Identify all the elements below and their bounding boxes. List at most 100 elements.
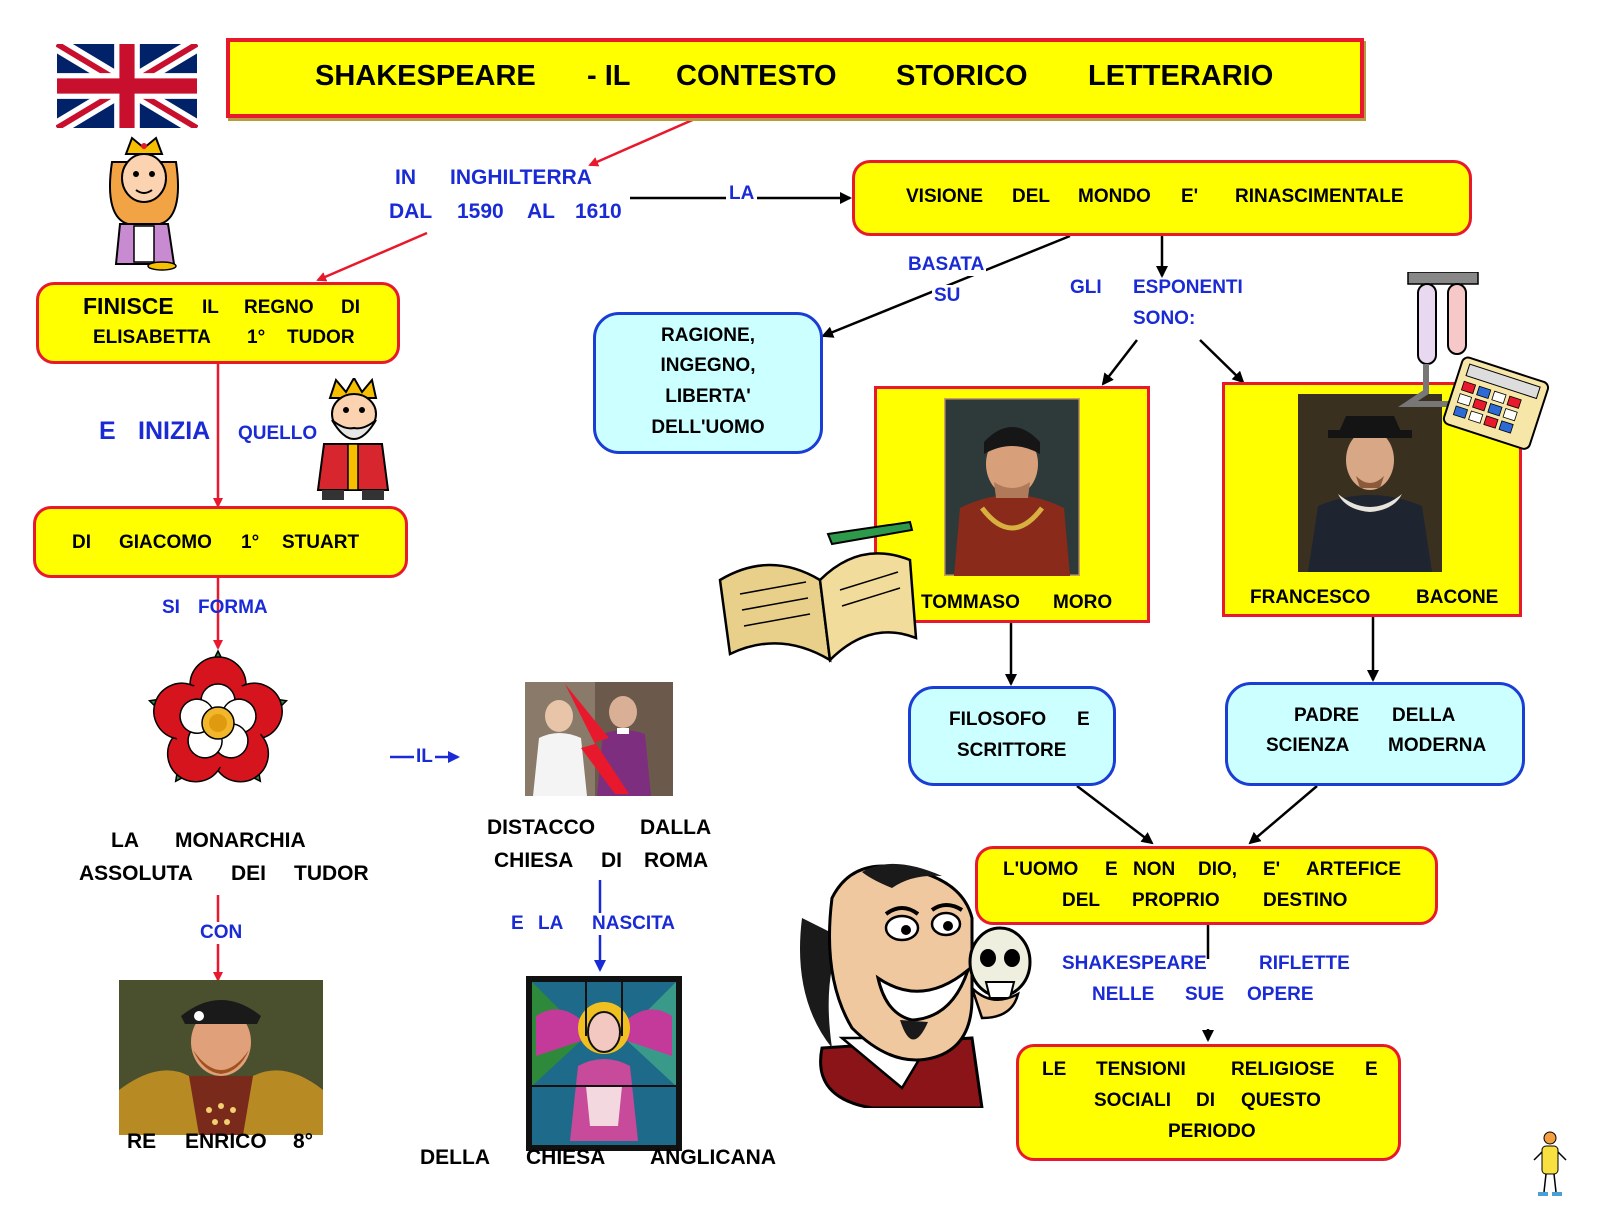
- visione-word: DEL: [1012, 186, 1050, 207]
- label-riflette: NELLE: [1092, 984, 1155, 1005]
- label-su: SU: [932, 285, 963, 307]
- uomo-word: DIO,: [1198, 859, 1238, 880]
- arrow-esponenti-to-bacone: [1199, 339, 1245, 384]
- label-riflette: RIFLETTE: [1259, 953, 1350, 974]
- uomo-word: E': [1263, 859, 1281, 880]
- finisce-word: REGNO: [244, 297, 314, 318]
- title-word: SHAKESPEARE: [315, 60, 536, 92]
- label-nascita: LA: [538, 913, 564, 934]
- visione-word: E': [1181, 186, 1199, 207]
- ragione-word: RAGIONE,: [661, 325, 755, 346]
- label-il: IL: [414, 746, 435, 768]
- period-word: INGHILTERRA: [450, 166, 592, 189]
- filosofo-word: FILOSOFO: [949, 709, 1047, 730]
- monarchia-word: MONARCHIA: [175, 829, 306, 852]
- label-riflette: SUE: [1183, 984, 1227, 1006]
- uomo-word: NON: [1133, 859, 1176, 880]
- distacco-word: ROMA: [644, 849, 709, 872]
- tudor-rose-icon: [147, 649, 289, 783]
- stained-glass-angel-image: [526, 976, 682, 1151]
- tensioni-word: TENSIONI: [1096, 1059, 1186, 1080]
- finisce-word: IL: [202, 297, 219, 318]
- arrow-filosofo-to-uomo: [1076, 785, 1154, 845]
- ragione-word: INGEGNO,: [660, 355, 756, 376]
- period-word: IN: [395, 166, 416, 189]
- padre-box: PADRE DELLA SCIENZA MODERNA: [1225, 682, 1525, 786]
- padre-word: MODERNA: [1388, 735, 1487, 756]
- finisce-word: ELISABETTA: [93, 327, 211, 348]
- label-sono: SONO:: [1133, 308, 1196, 329]
- label-nascita: NASCITA: [590, 913, 678, 935]
- giacomo-box: DI GIACOMO 1° STUART: [33, 506, 408, 578]
- filosofo-word: E: [1077, 709, 1090, 730]
- label-esponenti: GLI: [1070, 277, 1102, 298]
- visione-word: RINASCIMENTALE: [1235, 186, 1404, 207]
- period-word: 1610: [575, 200, 622, 223]
- uomo-box: L'UOMO E NON DIO, E' ARTEFICE DEL PROPRI…: [975, 846, 1438, 925]
- finisce-word: FINISCE: [83, 293, 174, 319]
- moro-word: TOMMASO: [921, 592, 1020, 613]
- queen-icon: [108, 136, 180, 271]
- tensioni-word: SOCIALI: [1094, 1090, 1172, 1111]
- tensioni-word: E: [1365, 1059, 1378, 1080]
- uomo-word: DEL: [1062, 890, 1100, 911]
- uk-flag-icon: [56, 44, 198, 128]
- period-word: 1590: [457, 200, 504, 223]
- tensioni-word: RELIGIOSE: [1231, 1059, 1335, 1080]
- pope-archbishop-photo: [525, 682, 673, 796]
- anglicana-word: CHIESA: [526, 1146, 606, 1169]
- label-si-forma: FORMA: [198, 597, 268, 618]
- period-word: AL: [527, 200, 555, 223]
- test-tubes-calculator-icon: [1398, 272, 1550, 450]
- giacomo-word: STUART: [282, 532, 360, 553]
- title-word: - IL: [587, 60, 631, 92]
- label-esponenti: ESPONENTI: [1133, 277, 1243, 298]
- arrow-esponenti-to-moro: [1101, 339, 1138, 386]
- open-book-pen-icon: [718, 520, 918, 663]
- label-si-forma: SI: [160, 597, 182, 619]
- uomo-word: DESTINO: [1263, 890, 1348, 911]
- shakespeare-cartoon-icon: [800, 863, 1032, 1108]
- king-icon: [316, 378, 390, 500]
- finisce-word: 1°: [247, 327, 266, 348]
- finisce-word: DI: [341, 297, 360, 318]
- period-word: DAL: [389, 200, 433, 223]
- enrico-word: RE: [127, 1130, 157, 1153]
- distacco-word: DALLA: [640, 816, 712, 839]
- label-riflette: SHAKESPEARE: [1062, 953, 1207, 974]
- mascot-icon: [1533, 1131, 1567, 1196]
- ragione-box: RAGIONE, INGEGNO, LIBERTA' DELL'UOMO: [593, 312, 823, 454]
- title-word: LETTERARIO: [1088, 60, 1274, 92]
- label-riflette: OPERE: [1247, 984, 1314, 1005]
- padre-word: SCIENZA: [1266, 735, 1350, 756]
- filosofo-box: FILOSOFO E SCRITTORE: [908, 686, 1116, 786]
- padre-word: DELLA: [1392, 705, 1456, 726]
- bacone-word: FRANCESCO: [1250, 587, 1371, 608]
- tensioni-word: DI: [1196, 1090, 1215, 1111]
- padre-word: PADRE: [1294, 705, 1360, 726]
- label-quello: QUELLO: [238, 423, 318, 444]
- uomo-word: PROPRIO: [1132, 890, 1220, 911]
- arrow-title-to-period: [588, 116, 698, 167]
- anglicana-word: DELLA: [420, 1146, 490, 1169]
- distacco-word: DISTACCO: [487, 816, 596, 839]
- tensioni-word: LE: [1042, 1059, 1067, 1080]
- ragione-word: LIBERTA': [665, 386, 751, 407]
- label-e-inizia: E: [99, 417, 116, 445]
- monarchia-word: LA: [111, 829, 139, 852]
- filosofo-word: SCRITTORE: [957, 740, 1067, 761]
- enrico-word: ENRICO: [185, 1130, 267, 1153]
- distacco-word: DI: [601, 849, 622, 872]
- finisce-box: FINISCE IL REGNO DI ELISABETTA 1° TUDOR: [36, 282, 400, 364]
- monarchia-word: DEI: [231, 862, 267, 885]
- henry-viii-portrait: [119, 980, 323, 1135]
- anglicana-word: ANGLICANA: [650, 1146, 776, 1169]
- title-box: SHAKESPEARE - IL CONTESTO STORICO LETTER…: [226, 38, 1364, 118]
- visione-box: VISIONE DEL MONDO E' RINASCIMENTALE: [852, 160, 1472, 236]
- label-basata: BASATA: [906, 254, 987, 276]
- visione-word: MONDO: [1078, 186, 1151, 207]
- label-con: CON: [198, 922, 245, 944]
- monarchia-word: TUDOR: [294, 862, 369, 885]
- monarchia-word: ASSOLUTA: [79, 862, 193, 885]
- tommaso-moro-portrait: [944, 398, 1080, 576]
